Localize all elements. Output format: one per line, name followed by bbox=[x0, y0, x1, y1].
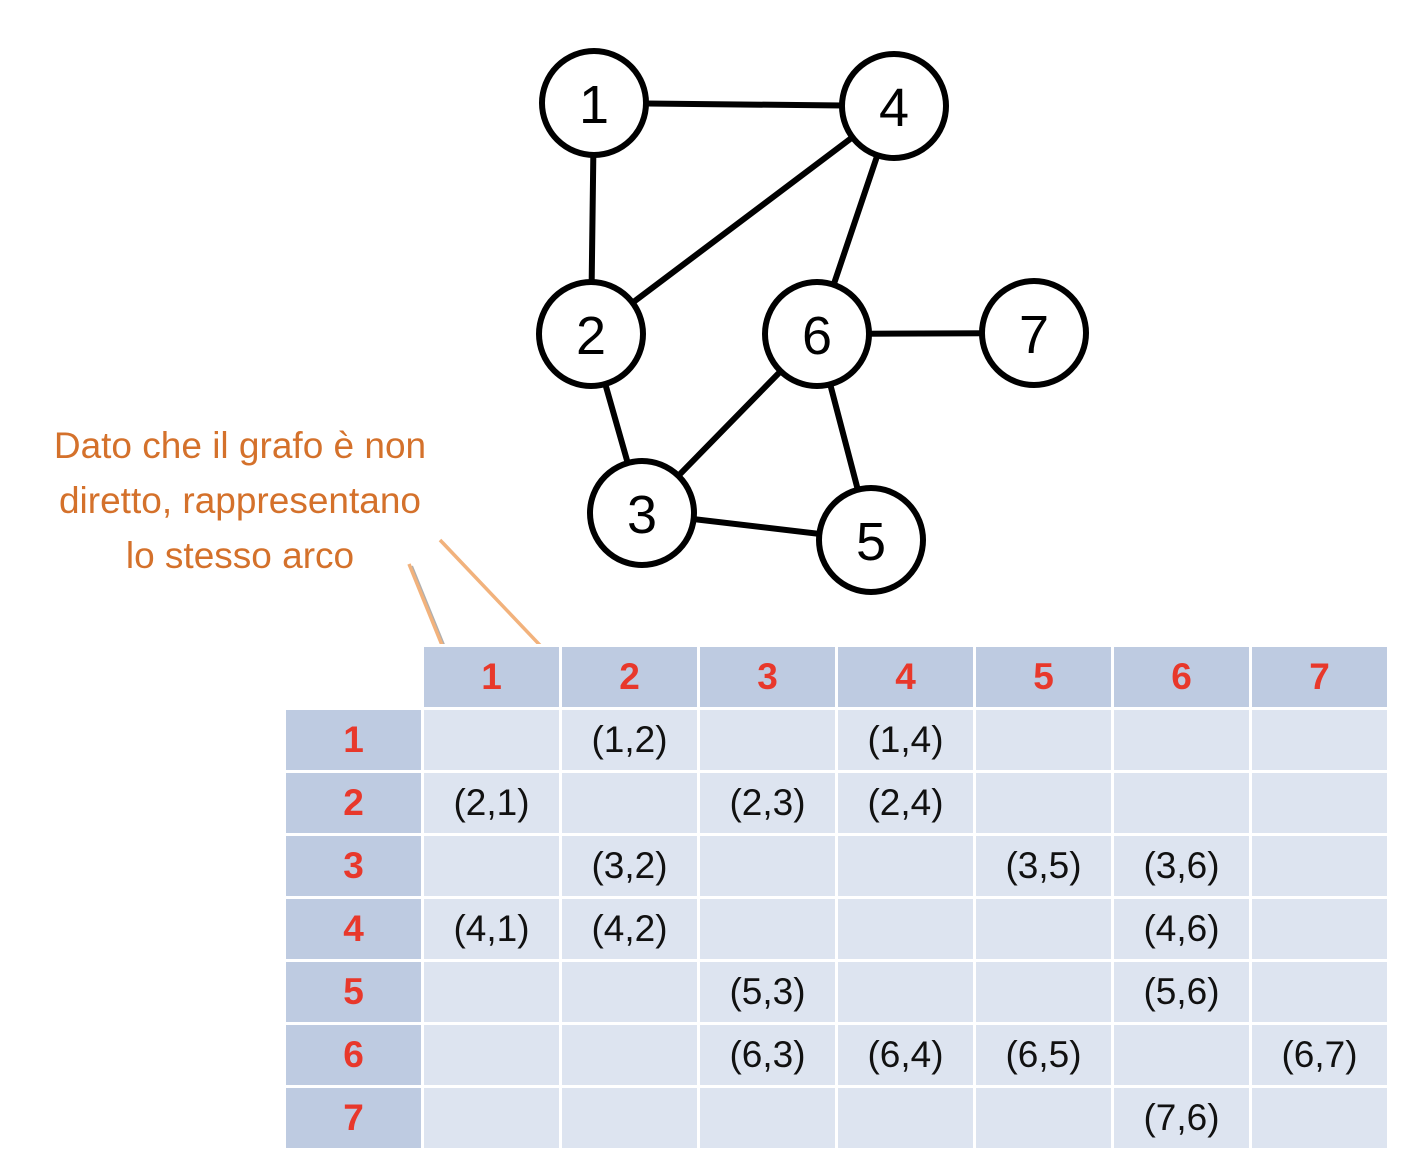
matrix-row-4: 4(4,1)(4,2) (4,6) bbox=[283, 896, 1390, 962]
matrix-cell bbox=[835, 959, 976, 1025]
matrix-cell bbox=[1111, 770, 1252, 836]
column-header-6: 6 bbox=[1111, 644, 1252, 710]
row-header-6: 6 bbox=[283, 1022, 424, 1088]
node-label: 2 bbox=[576, 306, 606, 366]
matrix-cell: (4,1) bbox=[421, 896, 562, 962]
matrix-cell bbox=[1111, 1022, 1252, 1088]
row-header-3: 3 bbox=[283, 833, 424, 899]
node-label: 6 bbox=[802, 306, 832, 366]
column-header-7: 7 bbox=[1249, 644, 1390, 710]
matrix-cell bbox=[1111, 707, 1252, 773]
node-4: 4 bbox=[839, 51, 949, 161]
matrix-cell: (4,2) bbox=[559, 896, 700, 962]
node-label: 7 bbox=[1019, 305, 1049, 365]
node-5: 5 bbox=[816, 485, 926, 595]
matrix-row-5: 5 (5,3) (5,6) bbox=[283, 959, 1390, 1025]
node-3: 3 bbox=[587, 458, 697, 568]
matrix-cell: (3,2) bbox=[559, 833, 700, 899]
column-header-3: 3 bbox=[697, 644, 838, 710]
undirected-graph: 1 4 2 6 7 3 5 bbox=[536, 48, 1089, 595]
matrix-cell bbox=[559, 1085, 700, 1151]
node-circle bbox=[762, 279, 872, 389]
annotation-note: Dato che il grafo è non diretto, rappres… bbox=[53, 425, 427, 576]
column-header-4: 4 bbox=[835, 644, 976, 710]
matrix-cell: (6,5) bbox=[973, 1022, 1114, 1088]
matrix-cell: (2,1) bbox=[421, 770, 562, 836]
matrix-cell bbox=[421, 1022, 562, 1088]
edge-2-4 bbox=[588, 103, 897, 337]
node-2: 2 bbox=[536, 279, 646, 389]
node-1: 1 bbox=[539, 48, 649, 158]
matrix-cell bbox=[973, 770, 1114, 836]
matrix-cell: (3,5) bbox=[973, 833, 1114, 899]
matrix-cell bbox=[421, 1085, 562, 1151]
matrix-body: 1 (1,2) (1,4) 2(2,1) (2,3)(2,4) 3 (3,2) (3,5)(3… bbox=[283, 707, 1390, 1151]
matrix-cell bbox=[973, 1085, 1114, 1151]
node-circle bbox=[536, 279, 646, 389]
matrix-row-1: 1 (1,2) (1,4) bbox=[283, 707, 1390, 773]
matrix-row-2: 2(2,1) (2,3)(2,4) bbox=[283, 770, 1390, 836]
matrix-corner bbox=[283, 644, 424, 710]
matrix-cell bbox=[835, 833, 976, 899]
matrix-cell: (5,3) bbox=[697, 959, 838, 1025]
column-header-5: 5 bbox=[973, 644, 1114, 710]
matrix-cell bbox=[559, 959, 700, 1025]
matrix-cell: (6,3) bbox=[697, 1022, 838, 1088]
node-label: 3 bbox=[627, 485, 657, 545]
matrix-cell bbox=[973, 707, 1114, 773]
matrix-cell: (6,4) bbox=[835, 1022, 976, 1088]
matrix-cell: (5,6) bbox=[1111, 959, 1252, 1025]
matrix-row-7: 7 (7,6) bbox=[283, 1085, 1390, 1151]
matrix-cell bbox=[421, 833, 562, 899]
node-circle bbox=[839, 51, 949, 161]
column-header-1: 1 bbox=[421, 644, 562, 710]
matrix-cell bbox=[1249, 896, 1390, 962]
matrix-cell bbox=[697, 707, 838, 773]
matrix-cell bbox=[1249, 1085, 1390, 1151]
matrix-cell bbox=[973, 959, 1114, 1025]
matrix-cell bbox=[1249, 833, 1390, 899]
matrix-cell bbox=[1249, 959, 1390, 1025]
matrix-cell: (2,3) bbox=[697, 770, 838, 836]
matrix-cell bbox=[1249, 707, 1390, 773]
row-header-1: 1 bbox=[283, 707, 424, 773]
node-circle bbox=[979, 278, 1089, 388]
matrix-cell bbox=[835, 896, 976, 962]
matrix-cell: (3,6) bbox=[1111, 833, 1252, 899]
matrix-cell bbox=[559, 770, 700, 836]
matrix-cell bbox=[973, 896, 1114, 962]
matrix-row-6: 6 (6,3)(6,4)(6,5) (6,7) bbox=[283, 1022, 1390, 1088]
node-label: 4 bbox=[879, 78, 909, 138]
matrix-cell: (1,2) bbox=[559, 707, 700, 773]
row-header-5: 5 bbox=[283, 959, 424, 1025]
row-header-4: 4 bbox=[283, 896, 424, 962]
node-label: 5 bbox=[856, 512, 886, 572]
matrix-cell bbox=[1249, 770, 1390, 836]
matrix-cell: (7,6) bbox=[1111, 1085, 1252, 1151]
matrix-cell bbox=[697, 896, 838, 962]
matrix-cell: (4,6) bbox=[1111, 896, 1252, 962]
row-header-7: 7 bbox=[283, 1085, 424, 1151]
matrix-cell bbox=[421, 959, 562, 1025]
matrix-cell: (6,7) bbox=[1249, 1022, 1390, 1088]
matrix-cell bbox=[697, 1085, 838, 1151]
matrix-cell bbox=[697, 833, 838, 899]
matrix-cell: (2,4) bbox=[835, 770, 976, 836]
column-header-2: 2 bbox=[559, 644, 700, 710]
matrix-cell bbox=[559, 1022, 700, 1088]
row-header-2: 2 bbox=[283, 770, 424, 836]
node-6: 6 bbox=[762, 279, 872, 389]
node-7: 7 bbox=[979, 278, 1089, 388]
matrix-cell bbox=[835, 1085, 976, 1151]
matrix-cell: (1,4) bbox=[835, 707, 976, 773]
matrix-row-3: 3 (3,2) (3,5)(3,6) bbox=[283, 833, 1390, 899]
matrix-cell bbox=[421, 707, 562, 773]
node-circle bbox=[587, 458, 697, 568]
graph-nodes: 1 4 2 6 7 3 5 bbox=[536, 48, 1089, 595]
node-label: 1 bbox=[579, 75, 609, 135]
node-circle bbox=[816, 485, 926, 595]
node-circle bbox=[539, 48, 649, 158]
